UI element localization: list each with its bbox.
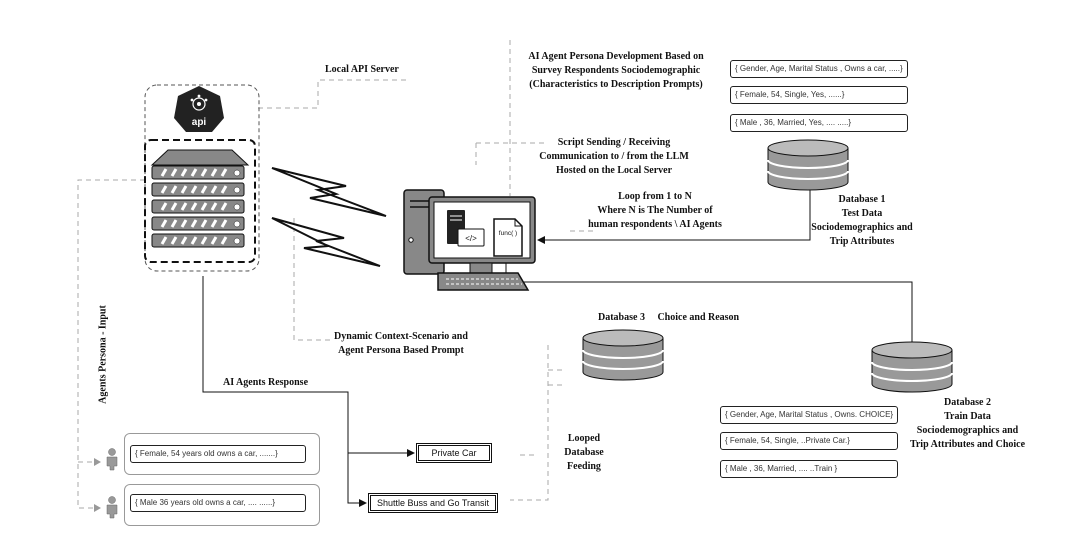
database-1-icon [767,139,849,191]
arrow-icon [94,458,101,512]
db1-record: { Male , 36, Married, Yes, .... .....} [730,114,908,132]
database-2-label: Database 2 Train Data Sociodemographics … [905,396,1030,452]
choice-private-car: Private Car [416,443,492,463]
loop-line: Loop from 1 to N [618,191,692,202]
person-icon [106,448,118,471]
db2-line: Trip Attributes and Choice [909,439,1026,450]
db1-record: { Female, 54, Single, Yes, ......} [730,86,908,104]
choice-shuttle-buss: Shuttle Buss and Go Transit [368,493,498,513]
api-badge-text: api [192,117,207,128]
dashed-guides [77,40,594,509]
lightning-icon [271,167,387,267]
loop-line: Where N is The Number of [597,205,713,216]
loop-label: Loop from 1 to N Where N is The Number o… [580,190,730,232]
func-badge-text: func( ) [499,230,517,237]
code-badge-text: </> [465,234,477,243]
agents-persona-input-label: Agents Persona - Input [97,305,109,404]
agent-persona-record: { Male 36 years old owns a car, .... ...… [130,494,306,512]
script-comm-line: Hosted on the Local Server [555,165,673,176]
person-icon [106,496,118,519]
local-api-server-label: Local API Server [325,64,399,75]
database-2-icon [871,341,953,393]
looped-feeding-label: Looped Database Feeding [556,432,612,474]
solid-connectors [202,186,913,507]
persona-development-label: AI Agent Persona Development Based on Su… [516,50,716,92]
server-icon [144,84,260,272]
agent-persona-container [124,433,320,475]
db2-line: Database 2 [944,397,991,408]
db2-record: { Gender, Age, Marital Status , Owns. CH… [720,406,898,424]
persona-dev-line: Survey Respondents Sociodemographic [531,65,701,76]
db1-record: { Gender, Age, Marital Status , Owns a c… [730,60,908,78]
db2-line: Train Data [944,411,991,422]
dynamic-prompt-label: Dynamic Context-Scenario and Agent Perso… [326,330,476,358]
computer-icon: </> func( ) [403,189,536,291]
script-comm-line: Communication to / from the LLM [539,151,689,162]
db1-line: Test Data [841,208,883,219]
looped-feeding-line: Feeding [567,461,601,472]
db2-record: { Male , 36, Married, .... ..Train } [720,460,898,478]
agent-persona-container [124,484,320,526]
loop-line: human respondents \ AI Agents [588,219,722,230]
persona-dev-line: (Characteristics to Description Prompts) [529,79,703,90]
api-badge-icon: api [174,86,224,132]
dynamic-prompt-line: Agent Persona Based Prompt [338,345,464,356]
database-3-label: Database 3 Choice and Reason [598,312,740,323]
db1-line: Sociodemographics and [811,222,913,233]
looped-feeding-line: Database [564,447,604,458]
looped-feeding-line: Looped [567,433,601,444]
db1-line: Trip Attributes [829,236,895,247]
script-communication-label: Script Sending / Receiving Communication… [526,136,702,178]
db2-record: { Female, 54, Single, ..Private Car.} [720,432,898,450]
db2-line: Sociodemographics and [916,425,1019,436]
agent-persona-record: { Female, 54 years old owns a car, .....… [130,445,306,463]
ai-agents-response-label: AI Agents Response [223,377,309,388]
database-3-icon [582,329,664,381]
dynamic-prompt-line: Dynamic Context-Scenario and [334,331,468,342]
database-1-label: Database 1 Test Data Sociodemographics a… [802,193,922,249]
persona-dev-line: AI Agent Persona Development Based on [528,51,704,62]
db1-line: Database 1 [838,194,886,205]
script-comm-line: Script Sending / Receiving [557,137,671,148]
